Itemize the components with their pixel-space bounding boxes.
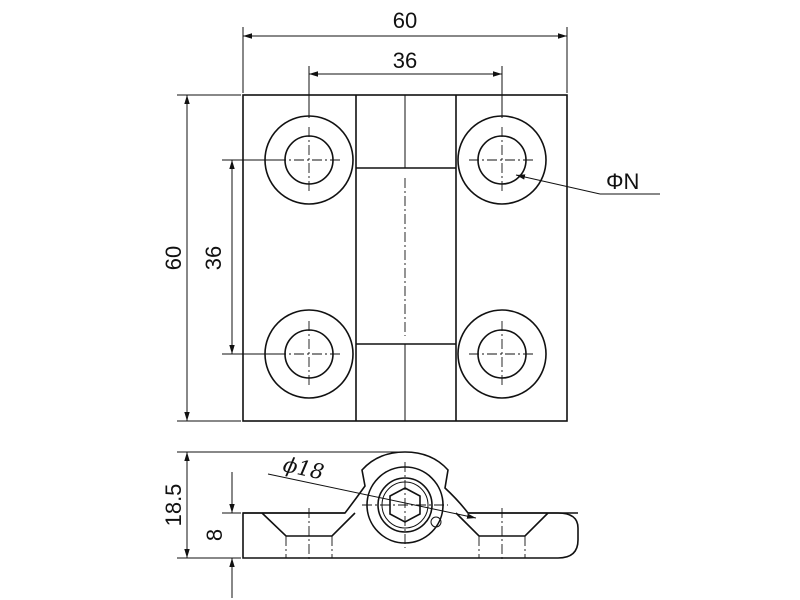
hole-bottom-right: [457, 309, 547, 399]
dim-overall-width: 60: [242, 8, 568, 93]
dim-leaf-thickness-label: 8: [202, 529, 227, 541]
side-view: ϕ18 18.5 8: [161, 451, 579, 598]
dim-total-height: 18.5: [161, 451, 400, 559]
dim-overall-height: 60: [161, 94, 241, 422]
dim-overall-height-label: 60: [161, 246, 186, 270]
dim-leaf-thickness: 8: [202, 472, 241, 598]
dim-hole-spacing-x-label: 36: [393, 48, 417, 73]
dim-hole-spacing-y: 36: [201, 159, 285, 355]
side-profile-outline: [242, 451, 579, 559]
dim-hole-spacing-x: 36: [308, 48, 503, 118]
countersink-right: [455, 508, 549, 562]
knuckle-diameter-label: ϕ18: [281, 452, 326, 484]
dim-total-height-label: 18.5: [161, 484, 186, 527]
knuckle: [362, 462, 448, 548]
hole-diameter-callout: ΦN: [515, 169, 660, 195]
dim-hole-spacing-y-label: 36: [201, 246, 226, 270]
top-view: 60 36 60 36 ΦN: [161, 8, 660, 422]
dim-overall-width-label: 60: [393, 8, 417, 33]
hole-diameter-label: ΦN: [606, 169, 639, 194]
countersink-left: [261, 508, 356, 562]
hole-top-right: [457, 115, 547, 205]
